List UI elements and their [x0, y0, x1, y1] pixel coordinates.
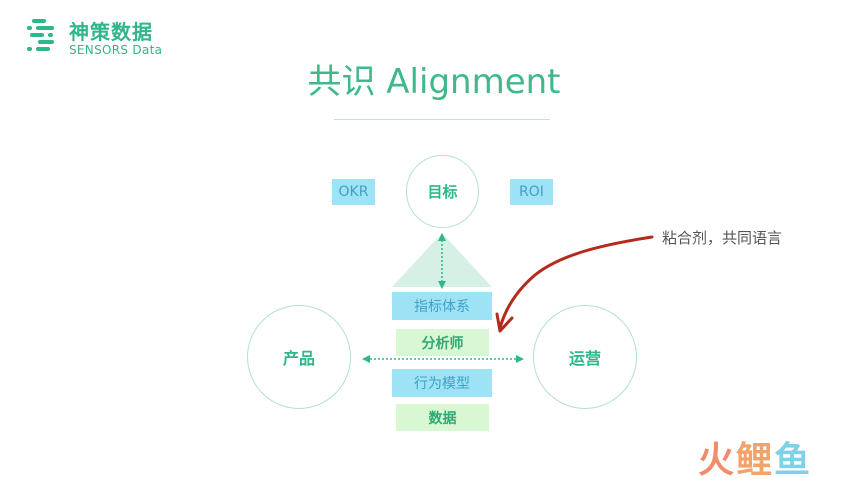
goal-label: 目标: [427, 183, 458, 201]
watermark-part-3: 鱼: [774, 440, 813, 481]
operations-label: 运营: [568, 349, 601, 368]
okr-tag: OKR: [332, 179, 375, 205]
data-box: 数据: [396, 404, 489, 431]
annotation-arrow: [498, 235, 654, 330]
product-label: 产品: [282, 349, 315, 368]
watermark-part-1: 火: [698, 440, 737, 481]
page-title: 共识 Alignment: [307, 62, 561, 102]
metric-system-box: 指标体系: [392, 292, 492, 320]
annotation-text: 粘合剂，共同语言: [662, 229, 783, 247]
roi-tag: ROI: [510, 179, 553, 205]
product-circle: 产品: [247, 305, 351, 409]
watermark-logo: 火鲤鱼: [698, 431, 812, 483]
title-divider: [334, 119, 550, 120]
operations-circle: 运营: [533, 305, 637, 409]
analyst-box: 分析师: [396, 329, 489, 356]
sensors-logo-icon: [27, 19, 54, 51]
watermark-part-2: 鲤: [736, 440, 775, 481]
logo-brand-english: SENSORS Data: [69, 43, 163, 57]
logo-brand-name: 神策数据: [69, 20, 153, 44]
behavior-model-box: 行为模型: [392, 369, 492, 397]
goal-circle: 目标: [406, 155, 479, 228]
